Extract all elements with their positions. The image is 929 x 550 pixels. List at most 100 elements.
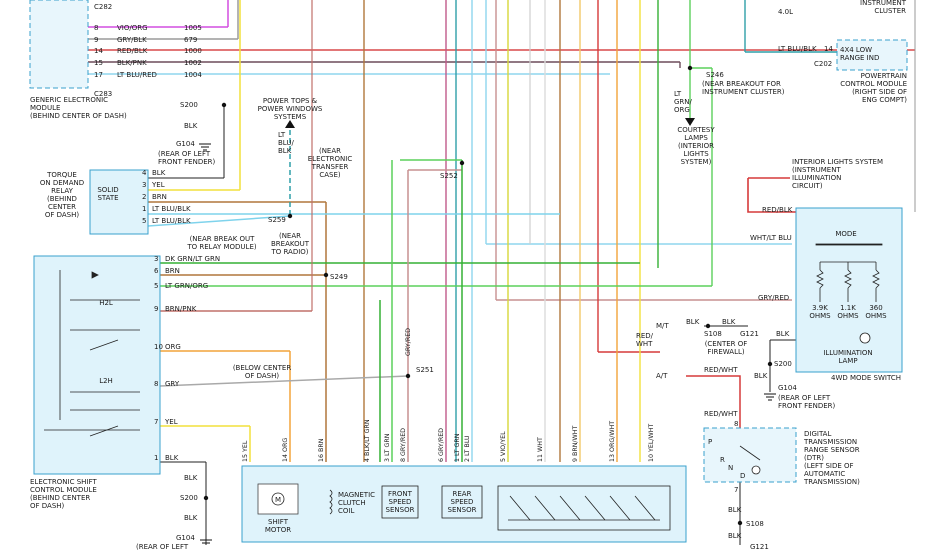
pcm-connector-box [836,39,908,71]
wht-lt-blu-label: WHT/LT BLU [750,234,792,242]
s108-bottom: S108 [746,520,764,528]
g121-label: G121 [740,330,759,338]
c202-pin-14: 14 [824,45,833,53]
blk-dtr-1: BLK [728,506,742,514]
gem-circuit-number: 1002 [184,59,202,67]
red-wht-left: RED/WHT [636,332,654,348]
gem-wire-label: BLK/PNK [117,59,147,67]
gem-wire-label: GRY/BLK [117,36,147,44]
blk-b: BLK [722,318,736,326]
mode-switch-box [795,207,903,373]
l2h-label: L2H [99,377,113,385]
s200-bottom: S200 [180,494,198,502]
relay-pin: 1 [142,205,146,213]
escm-pin: 10 [154,343,163,351]
generic-electronic-module-box [29,0,89,89]
bottom-pin-label: 5 VIO/YEL [500,431,507,462]
escm-pin: 8 [154,380,158,388]
h2l-label: H2L [99,299,113,307]
gem-circuit-number: 679 [184,36,197,44]
bottom-pin-label: 1 LT GRN [454,433,461,462]
four-wd-mode-switch: 4WD MODE SWITCH [831,374,901,382]
blk-a: BLK [686,318,700,326]
gem-circuit-number: 1005 [184,24,202,32]
relay-wire-label: LT BLU/BLK [152,205,191,213]
s108-top: S108 [704,330,722,338]
s200-top: S200 [180,101,198,109]
gear-D: D [740,472,745,480]
clutch-coil-symbol [329,489,333,515]
escm-pin: 6 [154,267,159,275]
mt-label: M/T [656,322,669,330]
relay-wire-label: BRN [152,193,167,201]
gem-pin-15: 15 [94,59,103,67]
relay-pin: 5 [142,217,146,225]
bottom-pin-label: 13 ORG/WHT [609,421,616,462]
bottom-pin-label: 6 GRY/RED [438,428,445,462]
s251-label: S251 [416,366,434,374]
escm-pin: 5 [154,282,158,290]
four-l-label: 4.0L [778,8,793,16]
relay-pin: 3 [142,181,146,189]
escm-pin: 1 [154,454,158,462]
connector-c283: C283 [94,90,112,98]
bottom-pin-label: 3 LT GRN [384,433,391,462]
power-tops-arrow [285,120,295,128]
blk-right: BLK [776,330,790,338]
rear-speed-sensor-box [441,485,483,519]
g104-right: G104 [778,384,797,392]
escm-wire-label: DK GRN/LT GRN [165,255,220,263]
bottom-pin-label: 16 BRN [318,438,325,462]
escm-pin: 3 [154,255,158,263]
escm-wire-label: ORG [165,343,181,351]
rear-of-left-bottom: (REAR OF LEFT [136,543,189,550]
torque-relay-box [89,169,149,235]
motor-m: M [275,496,281,504]
bottom-pin-label: 15 YEL [242,440,249,462]
connector-c202: C202 [814,60,832,68]
gem-wire-label: RED/BLK [117,47,148,55]
ground-symbols [199,143,776,544]
relay-pin: 2 [142,193,146,201]
red-wht-at: RED/WHT [704,366,738,374]
gry-red-right-label: GRY/RED [758,294,789,302]
dtr-box [703,427,797,483]
mode-switch-internals [815,243,883,344]
g104-top: G104 [176,140,195,148]
switch-array-box [497,485,671,531]
blk-dtr-2: BLK [728,532,742,540]
s249-label: S249 [330,273,348,281]
gem-wire-label: VIO/ORG [117,24,148,32]
gem-pin-9: 9 [94,36,98,44]
red-blk-label: RED/BLK [762,206,793,214]
gear-R: R [720,456,725,464]
s252-label: S252 [440,172,458,180]
gem-pin-14: 14 [94,47,103,55]
s246-label: S246 [706,71,724,79]
gear-N: N [728,464,733,472]
gem-circuit-number: 1000 [184,47,202,55]
relay-wire-label: YEL [151,181,165,189]
gry-red-vertical: GRY/RED [405,328,412,356]
bottom-pin-label: 2 LT BLU [464,435,471,462]
